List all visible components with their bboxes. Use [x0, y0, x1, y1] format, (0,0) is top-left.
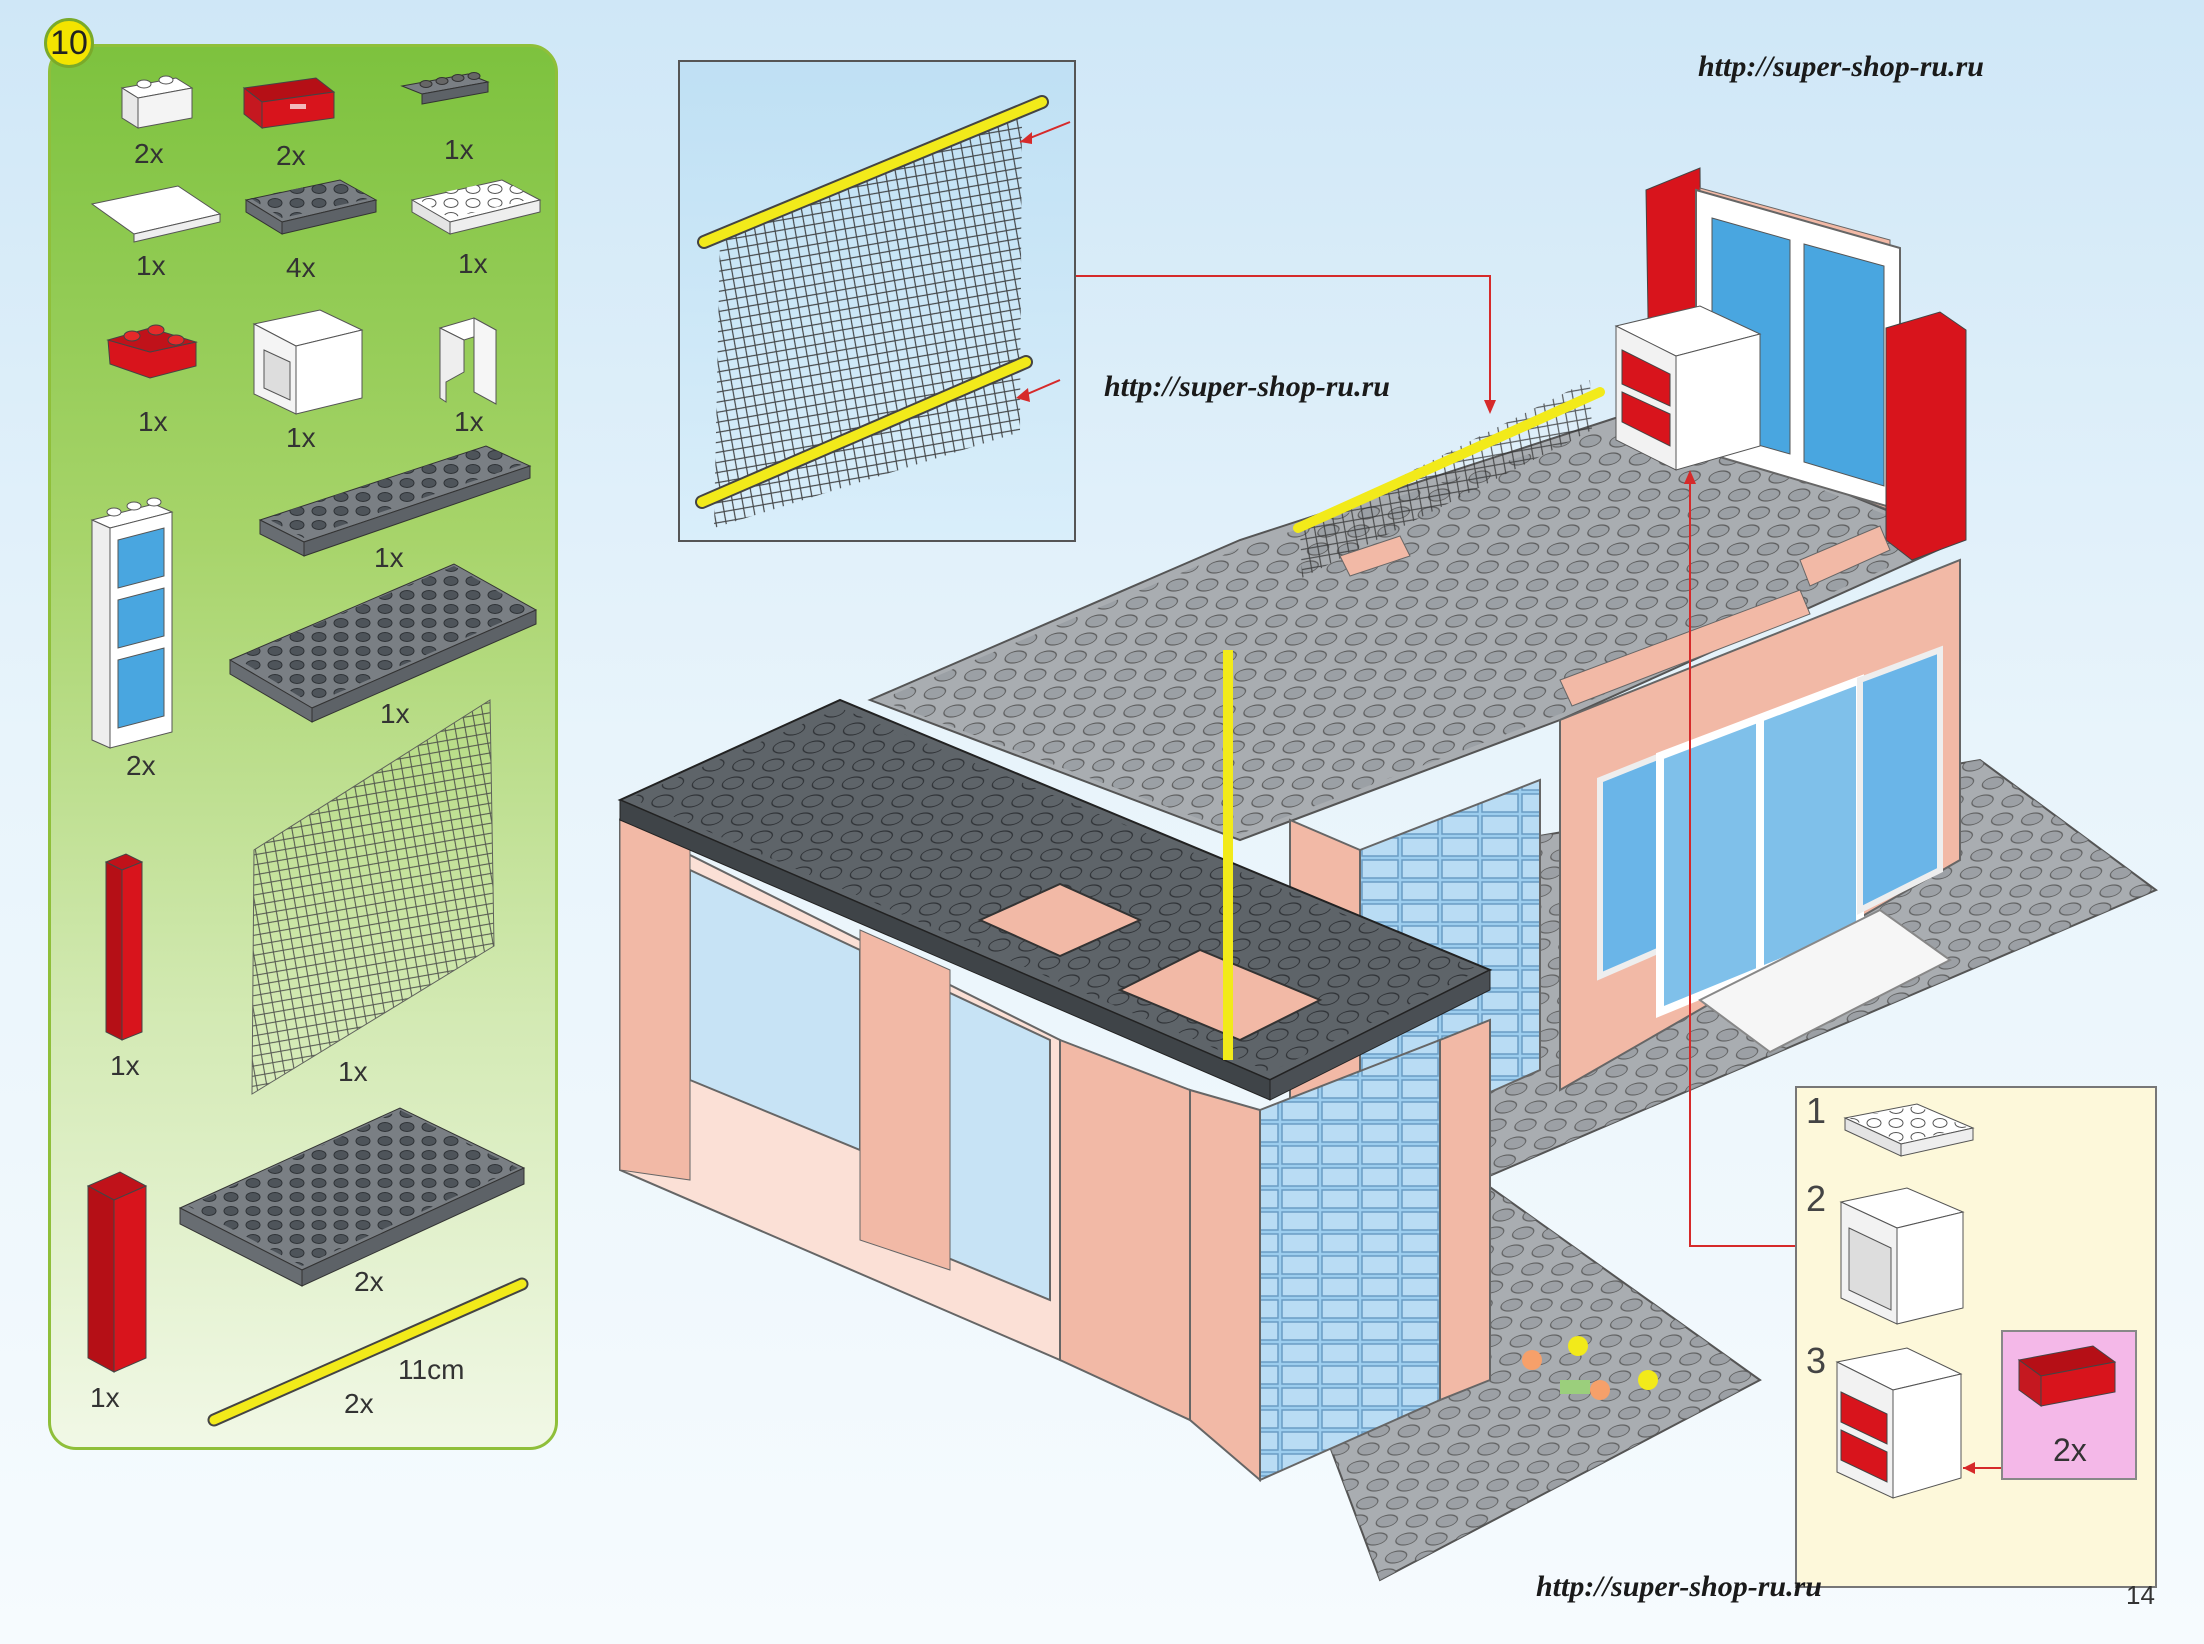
- roof-opening-1: [977, 882, 1143, 958]
- part-qty: 4x: [286, 252, 316, 283]
- red-corner-brick-part: [106, 324, 198, 379]
- sub-step-number: 2: [1806, 1178, 1827, 1219]
- sub-step-3-cupboard: [1835, 1347, 2003, 1499]
- roof-fence-rod: [1293, 387, 1605, 533]
- part-qty: 1x: [110, 1050, 140, 1081]
- white-tile-2x4-part: [90, 185, 222, 243]
- part-qty: 1x: [380, 698, 410, 729]
- drawer-qty: 2x: [2053, 1432, 2087, 1468]
- red-drawer-part: [242, 77, 336, 130]
- part-qty: 2x: [126, 750, 156, 781]
- inset-connector-arrow: [1076, 275, 1491, 404]
- watermark-url-bottom: http://super-shop-ru.ru: [1536, 1570, 1822, 1603]
- white-plate-2x4-part: [410, 179, 542, 235]
- sub-steps-inset: [1795, 1086, 2157, 1588]
- part-qty: 1x: [286, 422, 316, 453]
- step-number-badge: 10: [44, 18, 94, 68]
- part-qty: 1x: [458, 248, 488, 279]
- white-brick-1x2-part: [120, 75, 194, 129]
- part-qty: 1x: [136, 250, 166, 281]
- rod-length-label: 11cm: [398, 1354, 465, 1385]
- front-garage: [617, 650, 1493, 1483]
- right-windows: [1597, 751, 1663, 981]
- drawer-callout-drawing: [2017, 1345, 2117, 1407]
- part-qty: 1x: [90, 1382, 120, 1413]
- sub-steps-drawing: [1835, 1103, 2003, 1499]
- part-qty: 2x: [276, 140, 306, 171]
- net-assembly-inset: [678, 60, 1076, 542]
- part-qty: 1x: [374, 542, 404, 573]
- page-number: 14: [2126, 1580, 2155, 1610]
- gray-plate-4x10-part: [228, 563, 538, 723]
- cupboard: [1614, 305, 1762, 471]
- white-cupboard-part: [252, 309, 364, 415]
- steps-connector-arrow: [1689, 480, 1795, 1247]
- yellow-rod-part: [207, 1277, 529, 1427]
- net-assembly-drawing: [695, 95, 1071, 528]
- watermark-url-top: http://super-shop-ru.ru: [1698, 50, 1984, 83]
- chain-link-net-part: [251, 699, 495, 1095]
- gray-plate-1x4-part: [400, 72, 490, 105]
- red-pillar-tall-part: [86, 1171, 148, 1373]
- flowers: [1522, 1336, 1658, 1400]
- watermark-url-middle: http://super-shop-ru.ru: [1104, 370, 1390, 403]
- side-window: [1857, 645, 1943, 915]
- gray-plate-2x4-part: [244, 179, 378, 235]
- gray-plate-2x10-part: [258, 445, 532, 557]
- part-qty: 1x: [138, 406, 168, 437]
- drawer-callout-box: 2x: [2001, 1330, 2137, 1480]
- sub-step-number: 1: [1806, 1090, 1827, 1131]
- white-window-frame-part: [90, 497, 174, 749]
- part-qty: 1x: [444, 134, 474, 165]
- red-pillar-short-part: [104, 853, 144, 1041]
- part-qty: 1x: [454, 406, 484, 437]
- sub-step-2-cupboard: [1839, 1187, 1965, 1325]
- gray-plate-6x10-part: [178, 1107, 526, 1287]
- part-qty: 2x: [354, 1266, 384, 1297]
- part-qty: 1x: [338, 1056, 368, 1087]
- roof-opening-2: [1117, 948, 1323, 1042]
- sub-step-number: 3: [1806, 1340, 1827, 1381]
- part-qty: 2x: [344, 1388, 374, 1419]
- part-qty: 2x: [134, 138, 164, 169]
- white-panel-part: [438, 317, 498, 405]
- entrance-steps: [1698, 908, 1952, 1054]
- sub-step-1-plate: [1843, 1103, 1975, 1157]
